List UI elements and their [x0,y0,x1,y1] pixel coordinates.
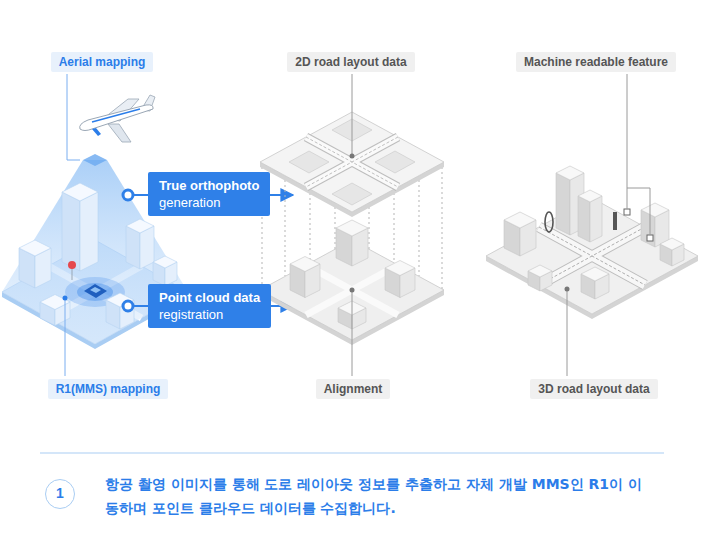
leader-line [627,74,628,209]
road-layout-3d [556,173,570,235]
leader-line [350,288,355,293]
node-text: True orthophoto [159,177,259,194]
leader-line [627,188,650,235]
building [62,183,98,201]
alignment-guide [285,180,286,276]
node-text: registration [159,306,260,323]
mms-vehicle [90,287,101,293]
divider-line [40,453,664,454]
airplane [80,95,155,142]
road-layout-3d [578,190,602,202]
node-text: Alignment [324,379,383,399]
process-box: True orthophotogeneration [148,172,270,216]
map-2d [332,183,372,205]
point-cloud-3d [290,257,320,272]
flow-arrow [123,190,133,200]
divider-line [40,452,664,453]
node-text: Point cloud data [159,289,260,306]
output-label: Machine readable feature [516,52,676,72]
road-layout-3d [641,203,669,217]
mms-vehicle [77,283,113,301]
airplane [92,128,101,136]
node-text: 2D road layout data [295,52,406,72]
scan-beam [83,154,107,166]
road-layout-3d [581,267,609,281]
building [126,226,140,269]
leader-line [67,74,80,160]
airplane [108,124,131,142]
building [40,293,134,329]
building [19,240,51,256]
leader-line [352,74,353,154]
road-feature [613,212,617,230]
road-layout-3d [486,166,698,319]
leader-line [565,74,651,376]
building [80,192,98,271]
leader-line [567,291,568,376]
node-text: 1 [46,480,74,507]
leader-line [63,296,68,301]
building [153,256,177,268]
output-label: 3D road layout data [530,379,657,399]
map-2d [289,151,329,173]
building [120,300,134,329]
mms-vehicle [72,268,73,280]
leader-line [65,300,66,376]
airplane [92,109,140,122]
leader-line [352,292,353,376]
node-text: 3D road layout data [538,379,649,399]
point-cloud-3d [336,220,368,236]
alignment-guide [419,180,420,276]
flow-arrow [123,301,133,311]
road-layout-3d [590,196,602,242]
node-text: Machine readable feature [524,52,668,72]
alignment-guide [310,193,311,263]
road-layout-3d [504,212,536,228]
output-label: 2D road layout data [287,52,414,72]
road-feature [545,209,653,241]
caption-text: 항공 촬영 이미지를 통해 도로 레이아웃 정보를 추출하고 자체 개발 MMS… [105,472,653,520]
callout-number: 1 [45,479,75,509]
building [140,226,154,269]
alignment-guide [442,167,443,289]
mms-vehicle [68,261,76,269]
building [62,192,80,271]
road-feature [647,235,653,241]
road-layout-3d [660,238,684,250]
map-2d [375,151,415,173]
node-text: generation [159,194,259,211]
stage-label: Aerial mapping [51,52,154,72]
road-layout-3d [556,166,584,180]
node-text: R1(MMS) mapping [56,379,161,399]
road-layout-3d [578,196,590,242]
leader-line [350,154,355,159]
leader-line [565,287,570,292]
road-layout-3d [528,265,552,277]
point-cloud-3d [385,261,415,276]
road-feature [545,212,553,232]
building [126,219,154,233]
process-box: Point cloud dataregistration [148,284,271,328]
output-label: Alignment [316,379,391,399]
leader-line [350,74,355,376]
alignment-guide [394,193,395,263]
leader-line [63,74,81,376]
road-feature [624,209,630,215]
stage-label: R1(MMS) mapping [48,379,169,399]
node-text: Aerial mapping [59,52,146,72]
mms-vehicle [84,284,107,298]
